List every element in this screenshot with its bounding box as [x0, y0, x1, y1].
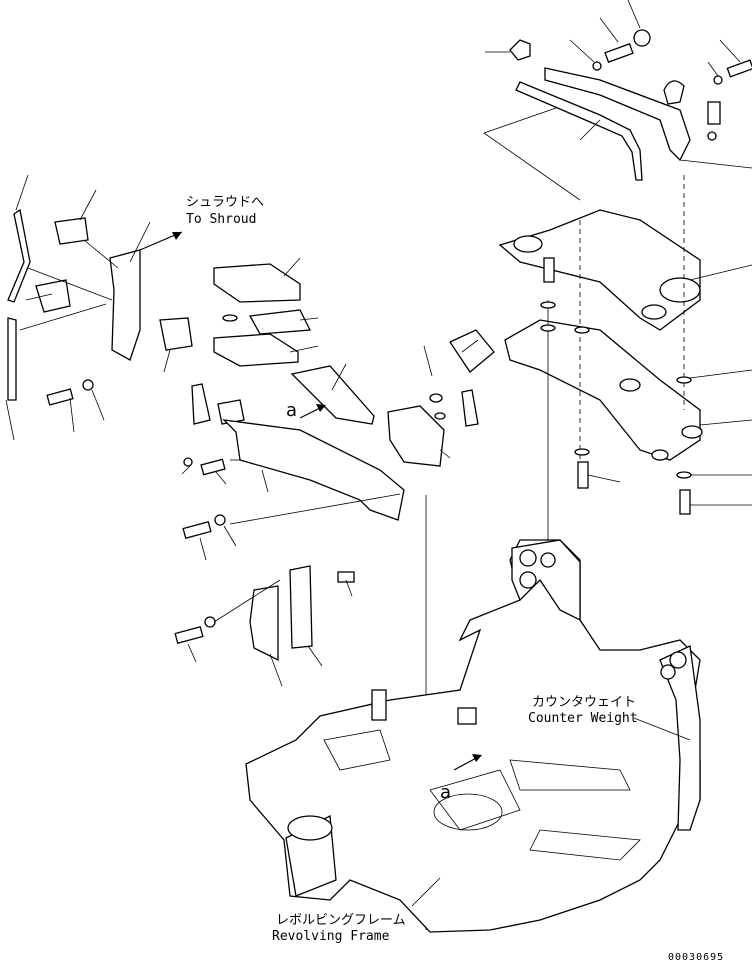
revolving-frame-label-en: Revolving Frame — [272, 929, 390, 944]
center-pads: a — [174, 257, 495, 930]
left-shroud-brackets — [5, 174, 193, 441]
revolving-frame: a — [245, 539, 701, 933]
shroud-label-en: To Shroud — [186, 212, 256, 227]
counter-weight-label-jp: カウンタウェイト — [532, 695, 636, 710]
reference-a-lower: a — [440, 782, 451, 803]
bolt-icon — [592, 29, 752, 141]
revolving-frame-label-jp: レボルビングフレーム — [276, 913, 406, 928]
drawing-number: 00030695 — [668, 952, 724, 963]
counter-weight-label-en: Counter Weight — [528, 711, 638, 726]
support-plates — [498, 175, 752, 560]
top-cover-assembly — [483, 0, 752, 201]
shroud-label-jp: シュラウドへ — [186, 195, 264, 210]
annotation-labels: シュラウドへ To Shroud カウンタウェイト Counter Weight… — [186, 195, 724, 963]
reference-a-upper: a — [286, 400, 297, 421]
